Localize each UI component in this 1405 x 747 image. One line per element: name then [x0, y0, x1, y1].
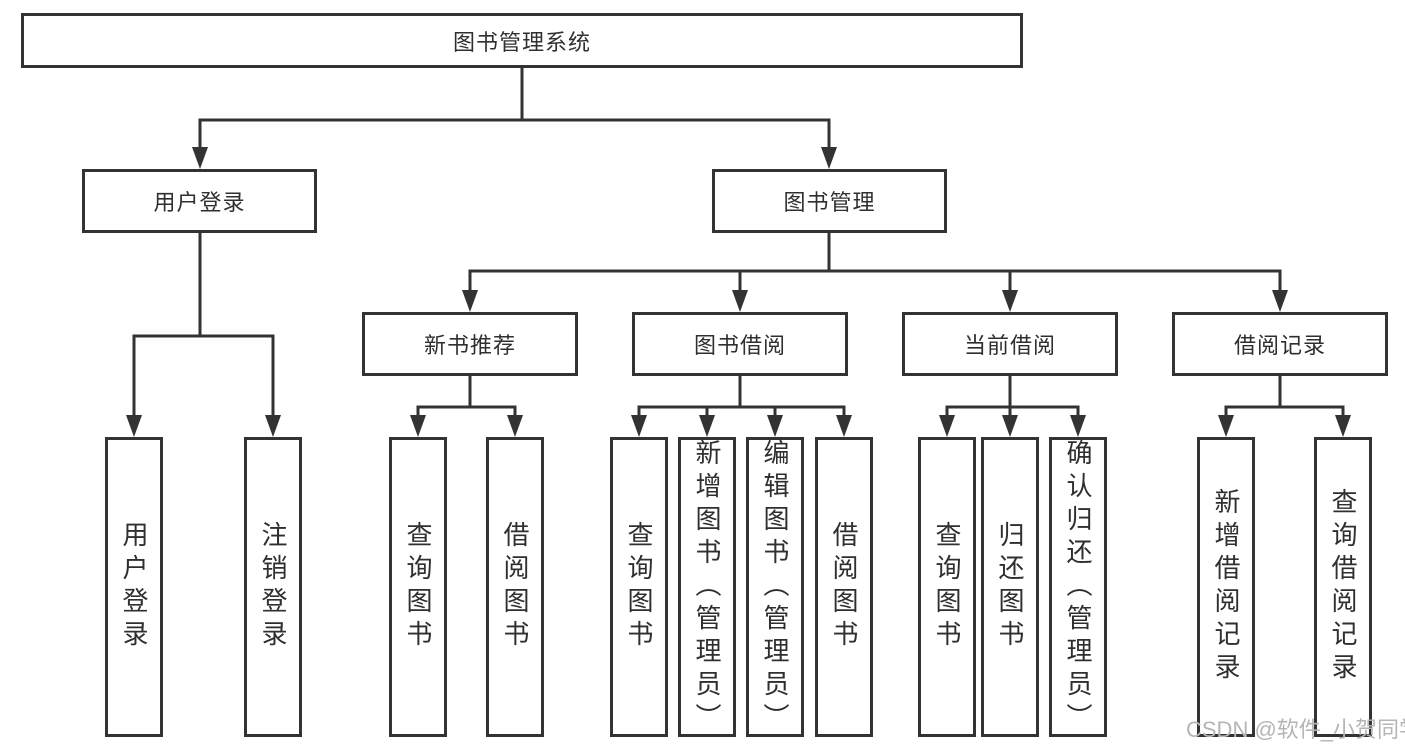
node-label: 图书管理系统	[452, 29, 591, 55]
node-label: 新增图书（管理员）	[692, 438, 722, 736]
node-label: 查询图书	[403, 521, 433, 653]
node-library-management-system: 图书管理系统	[21, 13, 1023, 68]
node-label: 用户登录	[119, 521, 149, 653]
leaf-user-login: 用户登录	[105, 437, 163, 737]
leaf-logout: 注销登录	[244, 437, 302, 737]
node-label: 借阅图书	[500, 521, 530, 653]
node-book-borrowing: 图书借阅	[632, 312, 848, 376]
node-book-management: 图书管理	[712, 169, 947, 233]
node-current-borrowing: 当前借阅	[902, 312, 1118, 376]
leaf-query-books-current: 查询图书	[918, 437, 976, 737]
leaf-query-borrow-record: 查询借阅记录	[1314, 437, 1372, 737]
node-label: 新书推荐	[423, 333, 516, 358]
leaf-borrow-books: 借阅图书	[815, 437, 873, 737]
node-label: 借阅图书	[829, 521, 859, 653]
node-borrowing-records: 借阅记录	[1172, 312, 1388, 376]
node-label: 查询借阅记录	[1328, 488, 1358, 686]
node-user-login-branch: 用户登录	[82, 169, 317, 233]
node-label: 归还图书	[995, 521, 1025, 653]
csdn-watermark: CSDN @软件_小贺同学	[1186, 717, 1405, 742]
node-label: 注销登录	[258, 521, 288, 653]
leaf-return-book: 归还图书	[981, 437, 1039, 737]
leaf-edit-book-admin: 编辑图书（管理员）	[746, 437, 804, 737]
node-label: 用户登录	[153, 190, 246, 215]
leaf-query-books-borrow: 查询图书	[610, 437, 668, 737]
node-label: 当前借阅	[963, 333, 1056, 358]
node-label: 借阅记录	[1233, 333, 1326, 358]
node-label: 图书管理	[783, 190, 876, 215]
node-new-book-recommendation: 新书推荐	[362, 312, 578, 376]
node-label: 查询图书	[932, 521, 962, 653]
node-label: 图书借阅	[693, 333, 786, 358]
leaf-confirm-return-admin: 确认归还（管理员）	[1049, 437, 1107, 737]
leaf-add-borrow-record: 新增借阅记录	[1197, 437, 1255, 737]
leaf-add-book-admin: 新增图书（管理员）	[678, 437, 736, 737]
leaf-query-books-recommend: 查询图书	[389, 437, 447, 737]
node-label: 编辑图书（管理员）	[760, 438, 790, 736]
node-label: 新增借阅记录	[1211, 488, 1241, 686]
node-label: 查询图书	[624, 521, 654, 653]
node-label: 确认归还（管理员）	[1063, 438, 1093, 736]
leaf-borrow-books-recommend: 借阅图书	[486, 437, 544, 737]
